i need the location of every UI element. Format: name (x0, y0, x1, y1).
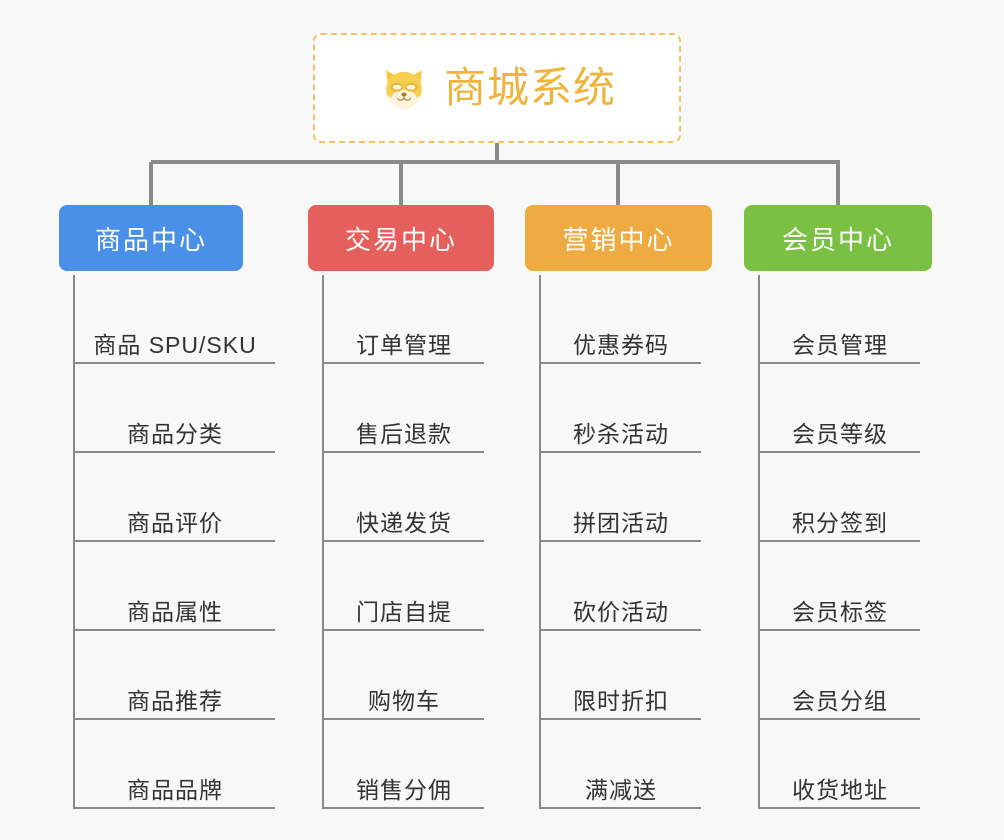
leaf-list-member: 会员管理 会员等级 积分签到 会员标签 会员分组 收货地址 (758, 275, 920, 809)
list-item[interactable]: 销售分佣 (324, 720, 484, 809)
list-item[interactable]: 商品 SPU/SKU (75, 275, 275, 364)
list-item[interactable]: 满减送 (541, 720, 701, 809)
leaf-list-trade: 订单管理 售后退款 快递发货 门店自提 购物车 销售分佣 (322, 275, 484, 809)
root-node[interactable]: 商城系统 (313, 33, 681, 143)
leaf-label: 拼团活动 (573, 509, 669, 536)
leaf-list-marketing: 优惠券码 秒杀活动 拼团活动 砍价活动 限时折扣 满减送 (539, 275, 701, 809)
list-item[interactable]: 快递发货 (324, 453, 484, 542)
leaf-list-product: 商品 SPU/SKU 商品分类 商品评价 商品属性 商品推荐 商品品牌 (73, 275, 275, 809)
leaf-label: 会员标签 (792, 598, 888, 625)
leaf-label: 销售分佣 (356, 776, 452, 803)
branch-header-member[interactable]: 会员中心 (744, 205, 932, 271)
list-item[interactable]: 限时折扣 (541, 631, 701, 720)
list-item[interactable]: 门店自提 (324, 542, 484, 631)
list-item[interactable]: 商品推荐 (75, 631, 275, 720)
list-item[interactable]: 优惠券码 (541, 275, 701, 364)
list-item[interactable]: 购物车 (324, 631, 484, 720)
leaf-label: 会员分组 (792, 687, 888, 714)
shiba-dog-face-icon (378, 62, 430, 114)
leaf-label: 商品评价 (127, 509, 223, 536)
leaf-label: 订单管理 (356, 331, 452, 358)
list-item[interactable]: 售后退款 (324, 364, 484, 453)
leaf-label: 购物车 (368, 687, 440, 714)
list-item[interactable]: 会员等级 (760, 364, 920, 453)
leaf-label: 门店自提 (356, 598, 452, 625)
leaf-label: 积分签到 (792, 509, 888, 536)
list-item[interactable]: 商品品牌 (75, 720, 275, 809)
branch-header-marketing[interactable]: 营销中心 (525, 205, 712, 271)
branch-header-label: 会员中心 (781, 224, 894, 255)
branch-header-label: 营销中心 (562, 224, 675, 255)
leaf-label: 商品推荐 (127, 687, 223, 714)
list-item[interactable]: 会员分组 (760, 631, 920, 720)
leaf-label: 满减送 (585, 776, 657, 803)
leaf-label: 优惠券码 (573, 331, 669, 358)
leaf-label: 商品属性 (127, 598, 223, 625)
list-item[interactable]: 订单管理 (324, 275, 484, 364)
list-item[interactable]: 会员标签 (760, 542, 920, 631)
branch-header-product[interactable]: 商品中心 (59, 205, 243, 271)
list-item[interactable]: 积分签到 (760, 453, 920, 542)
leaf-label: 限时折扣 (573, 687, 669, 714)
leaf-label: 会员管理 (792, 331, 888, 358)
list-item[interactable]: 商品评价 (75, 453, 275, 542)
branch-header-trade[interactable]: 交易中心 (308, 205, 494, 271)
root-title: 商城系统 (443, 64, 616, 111)
leaf-label: 砍价活动 (573, 598, 669, 625)
leaf-label: 秒杀活动 (573, 420, 669, 447)
list-item[interactable]: 商品分类 (75, 364, 275, 453)
leaf-label: 快递发货 (356, 509, 452, 536)
branch-header-label: 交易中心 (344, 224, 457, 255)
leaf-label: 商品 SPU/SKU (93, 331, 257, 358)
leaf-label: 收货地址 (792, 776, 888, 803)
list-item[interactable]: 砍价活动 (541, 542, 701, 631)
leaf-label: 会员等级 (792, 420, 888, 447)
leaf-label: 商品品牌 (127, 776, 223, 803)
list-item[interactable]: 拼团活动 (541, 453, 701, 542)
list-item[interactable]: 秒杀活动 (541, 364, 701, 453)
branch-header-label: 商品中心 (94, 224, 207, 255)
list-item[interactable]: 商品属性 (75, 542, 275, 631)
list-item[interactable]: 收货地址 (760, 720, 920, 809)
leaf-label: 售后退款 (356, 420, 452, 447)
list-item[interactable]: 会员管理 (760, 275, 920, 364)
leaf-label: 商品分类 (127, 420, 223, 447)
